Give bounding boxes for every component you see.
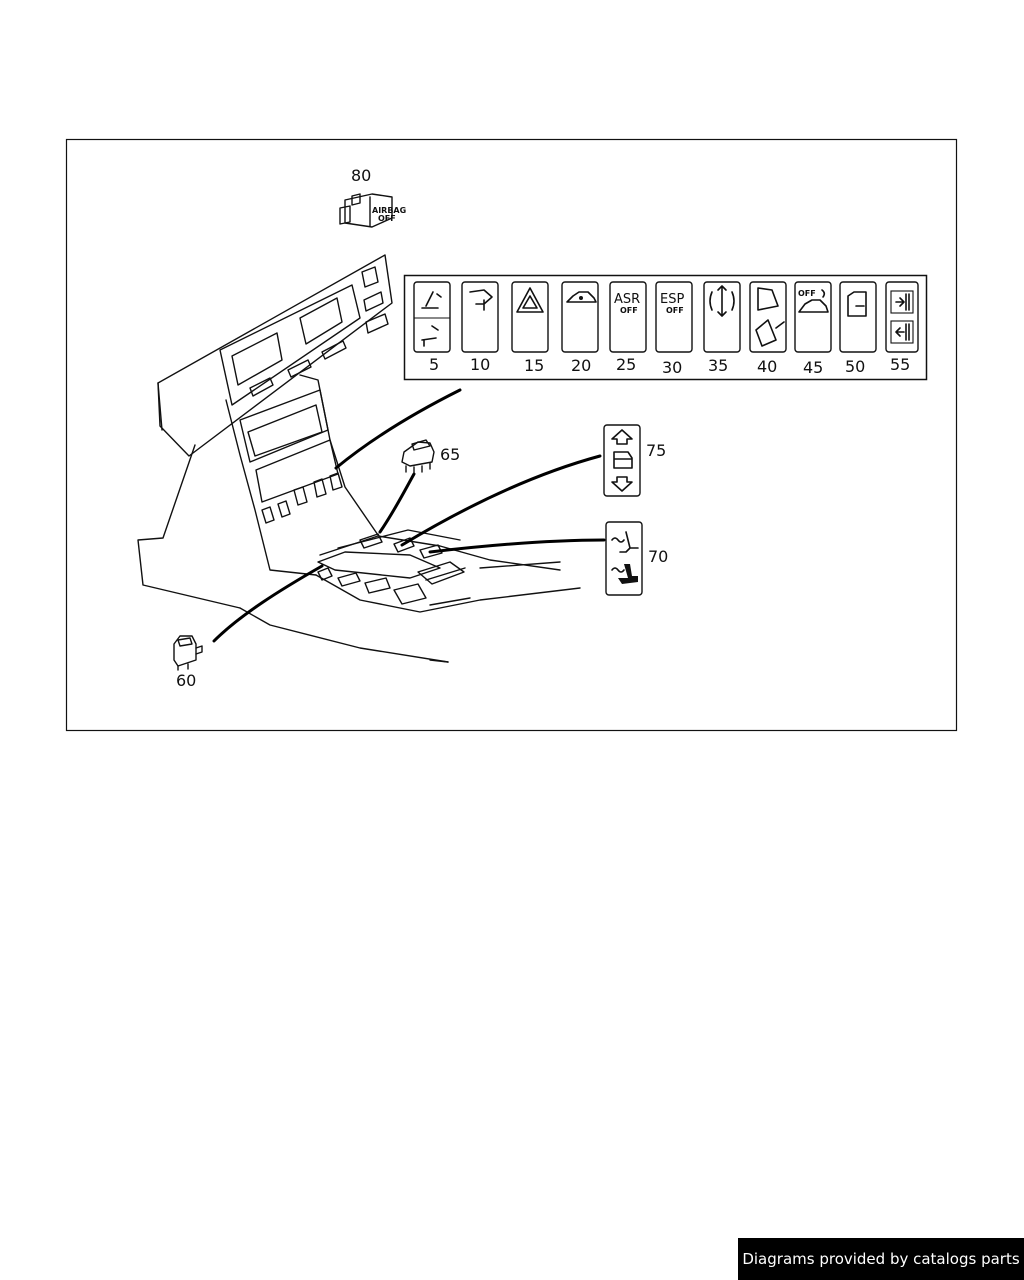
- part-80-airbag-switch[interactable]: AIRBAG OFF: [339, 193, 406, 228]
- switch-25[interactable]: ASR OFF: [609, 281, 647, 353]
- center-console-drawing: [137, 254, 581, 663]
- callout-40: 40: [757, 357, 777, 376]
- diagram-frame: [65, 138, 958, 732]
- callout-25: 25: [616, 355, 636, 374]
- part-65-window-switch[interactable]: [401, 439, 435, 474]
- callout-45: 45: [803, 358, 823, 377]
- sunblind-up-icon: [895, 293, 910, 311]
- part-60-switch[interactable]: [173, 635, 203, 671]
- callout-5: 5: [429, 355, 439, 374]
- switch-45-off-label: OFF: [798, 289, 816, 298]
- part-80-airbag-label: AIRBAG: [372, 206, 406, 215]
- switch-50[interactable]: [839, 281, 877, 353]
- callout-50: 50: [845, 357, 865, 376]
- headrest-up-icon: [757, 287, 779, 311]
- callout-30: 30: [662, 358, 682, 377]
- switch-40[interactable]: [749, 281, 787, 353]
- part-75-window-lift-switch[interactable]: [603, 424, 641, 497]
- level-control-icon: [709, 285, 735, 317]
- footer-credit: Diagrams provided by catalogs parts: [738, 1238, 1024, 1280]
- switch-panel-5-55: ASR OFF ESP OFF OFF: [403, 274, 928, 381]
- switch-45[interactable]: OFF: [794, 281, 832, 353]
- door-lock-icon: [847, 291, 867, 317]
- arrow-up-icon: [611, 429, 633, 445]
- part-80-airbag-off-label: OFF: [378, 214, 396, 223]
- switch-35[interactable]: [703, 281, 741, 353]
- switch-15[interactable]: [511, 281, 549, 353]
- callout-10: 10: [470, 355, 490, 374]
- seat-recline-up-icon: [421, 291, 442, 309]
- sunblind-down-icon: [895, 323, 910, 341]
- callout-60: 60: [176, 671, 196, 690]
- callout-65: 65: [440, 445, 460, 464]
- hazard-warning-icon: [516, 287, 544, 313]
- interior-protection-icon: [798, 289, 829, 313]
- switch-20[interactable]: [561, 281, 599, 353]
- callout-80: 80: [351, 166, 371, 185]
- window-icon: [613, 451, 633, 469]
- car-alarm-icon: [566, 291, 597, 303]
- trunk-icon: [469, 289, 493, 311]
- switch-30-label: ESP: [660, 292, 684, 307]
- callout-55: 55: [890, 355, 910, 374]
- callout-15: 15: [524, 356, 544, 375]
- part-70-seat-heater-switch[interactable]: [605, 521, 643, 596]
- switch-5[interactable]: [413, 281, 451, 353]
- switch-30[interactable]: ESP OFF: [655, 281, 693, 353]
- seat-recline-down-icon: [421, 325, 439, 347]
- callout-75: 75: [646, 441, 666, 460]
- switch-25-off-label: OFF: [620, 306, 638, 315]
- switch-25-label: ASR: [614, 292, 640, 307]
- arrow-down-icon: [611, 476, 633, 492]
- seat-heater-active-icon: [611, 567, 625, 573]
- callout-70: 70: [648, 547, 668, 566]
- switch-10[interactable]: [461, 281, 499, 353]
- callout-20: 20: [571, 356, 591, 375]
- seat-heater-icon: [611, 531, 639, 553]
- switch-55[interactable]: [885, 281, 919, 353]
- headrest-down-icon: [755, 319, 785, 347]
- leader-lines: [212, 388, 606, 643]
- callout-35: 35: [708, 356, 728, 375]
- switch-30-off-label: OFF: [666, 306, 684, 315]
